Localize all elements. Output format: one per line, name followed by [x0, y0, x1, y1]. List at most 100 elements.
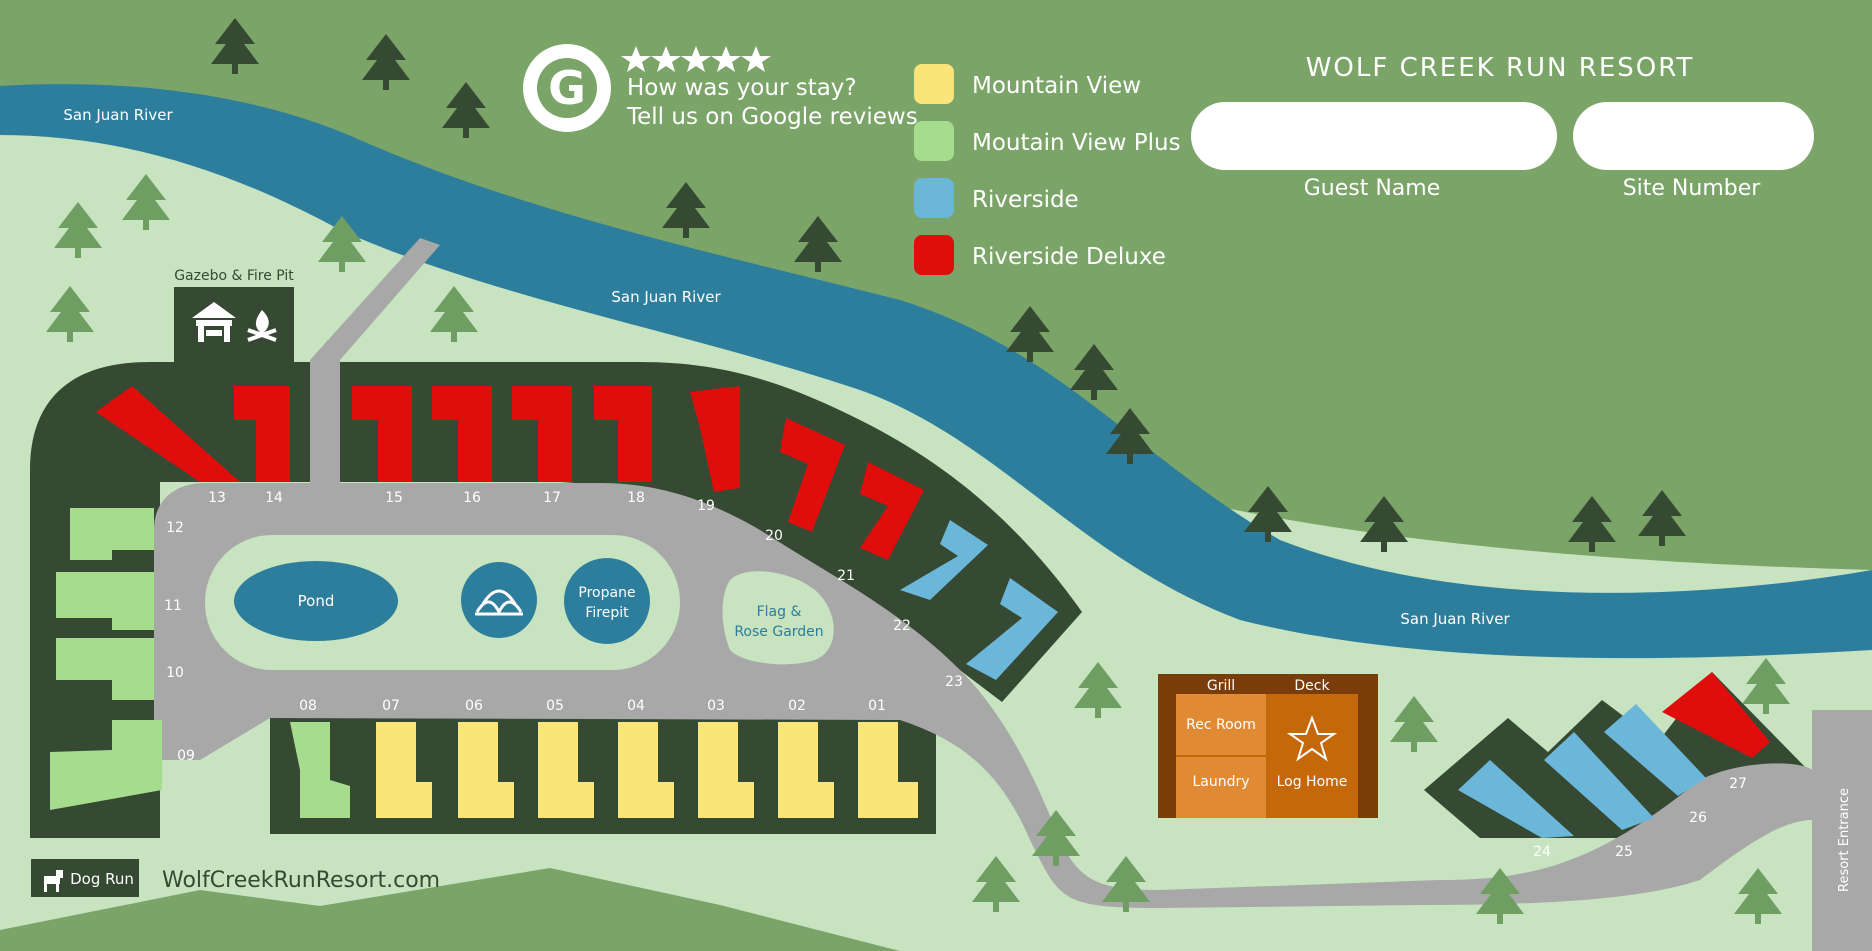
river-label: San Juan River: [1400, 610, 1510, 628]
guest-name-label: Guest Name: [1303, 176, 1441, 201]
rec-building: [1158, 674, 1378, 818]
tree-icon: [1734, 868, 1782, 924]
site-04-pad: [618, 722, 674, 818]
site-20-pad: [780, 418, 845, 532]
tree-icon: [442, 82, 490, 138]
river-label: San Juan River: [611, 288, 721, 306]
resort-entrance-label: Resort Entrance: [1837, 788, 1852, 892]
site-08-pad: [290, 722, 350, 818]
site-17-pad: [512, 386, 572, 482]
site-number: 22: [893, 618, 911, 634]
site-number: 15: [385, 490, 403, 506]
site-number: 11: [164, 598, 182, 614]
trees: [46, 18, 1790, 924]
tree-icon: [211, 18, 259, 74]
site-number: 19: [697, 498, 715, 514]
site-number: 25: [1615, 844, 1633, 860]
site-19-pad: [690, 386, 740, 492]
legend-label-mountain-view: Mountain View: [972, 73, 1141, 99]
river-label: San Juan River: [63, 106, 173, 124]
propane-label-line2: Firepit: [585, 605, 629, 621]
legend: Mountain View Moutain View Plus Riversid…: [914, 64, 1181, 275]
south-site-block: [270, 710, 936, 834]
tree-icon: [1106, 408, 1154, 464]
laundry-label: Laundry: [1192, 774, 1249, 790]
tree-icon: [1742, 658, 1790, 714]
tree-icon: [972, 856, 1020, 912]
site-27-pad: [1662, 672, 1770, 758]
star-icon: [741, 46, 771, 72]
site-09-pad: [50, 720, 162, 810]
star-icon: [681, 46, 711, 72]
star-icon: [1286, 715, 1338, 762]
site-15-pad: [352, 386, 412, 482]
tree-icon: [122, 174, 170, 230]
resort-title: WOLF CREEK RUN RESORT: [1306, 53, 1695, 83]
site-number: 09: [177, 748, 195, 764]
site-24-pad: [1458, 760, 1574, 838]
site-number: 10: [166, 665, 184, 681]
star-icon: [651, 46, 681, 72]
tree-icon: [1360, 496, 1408, 552]
site-number-label: Site Number: [1622, 176, 1761, 201]
tree-icon: [794, 216, 842, 272]
mountain-view-plus-sites: [50, 508, 350, 818]
site-05-pad: [538, 722, 594, 818]
tree-icon: [430, 286, 478, 342]
site-18-pad: [594, 386, 652, 482]
tree-icon: [1006, 306, 1054, 362]
site-number: 17: [543, 490, 561, 506]
mountain-view-sites: [376, 722, 918, 818]
site-01-pad: [858, 722, 918, 818]
star-icon: [711, 46, 741, 72]
tree-icon: [54, 202, 102, 258]
fountain-icon: [475, 589, 523, 616]
tree-icon: [1476, 868, 1524, 924]
fountain: [461, 562, 537, 638]
site-number: 27: [1729, 776, 1747, 792]
site-number: 23: [945, 674, 963, 690]
site-12-pad: [70, 508, 154, 560]
pond-label: Pond: [298, 592, 335, 610]
tree-icon: [1070, 344, 1118, 400]
flag-label-line1: Flag &: [757, 604, 802, 620]
site-number: 12: [166, 520, 184, 536]
site-22-pad: [900, 520, 988, 600]
tree-icon: [318, 216, 366, 272]
riverside-deluxe-sites: [96, 386, 1770, 758]
tree-icon: [1568, 496, 1616, 552]
pond: [234, 561, 398, 641]
guest-name-input[interactable]: [1191, 102, 1557, 170]
site-13-pad: [96, 386, 240, 482]
legend-label-mountain-view-plus: Moutain View Plus: [972, 130, 1181, 156]
propane-firepit: [564, 558, 650, 644]
flag-island: [722, 571, 834, 665]
fire-icon: [247, 310, 277, 342]
site-number: 01: [868, 698, 886, 714]
site-number: 04: [627, 698, 645, 714]
site-number: 08: [299, 698, 317, 714]
gazebo-label: Gazebo & Fire Pit: [174, 268, 294, 284]
legend-swatch-mountain-view-plus: [914, 121, 954, 161]
site-02-pad: [778, 722, 834, 818]
tree-icon: [1074, 662, 1122, 718]
star-icon: [621, 46, 651, 72]
site-number: 16: [463, 490, 481, 506]
google-logo-ring: [537, 58, 597, 118]
site-number: 21: [837, 568, 855, 584]
tree-icon: [1638, 490, 1686, 546]
dog-icon: [44, 870, 63, 892]
san-juan-river: [0, 84, 1872, 659]
site-number-input[interactable]: [1573, 102, 1814, 170]
flag-label-line2: Rose Garden: [734, 624, 823, 640]
site-06-pad: [458, 722, 514, 818]
legend-label-riverside-deluxe: Riverside Deluxe: [972, 244, 1166, 270]
tree-icon: [1390, 696, 1438, 752]
review-line-1: How was your stay?: [627, 75, 857, 101]
site-number-labels: 13 14 15 16 17 18 19 20 21 22 23 12 11 1…: [164, 490, 1747, 860]
deck-label: Deck: [1294, 678, 1330, 694]
site-number: 14: [265, 490, 283, 506]
website-link[interactable]: WolfCreekRunResort.com: [162, 868, 440, 893]
site-number: 05: [546, 698, 564, 714]
